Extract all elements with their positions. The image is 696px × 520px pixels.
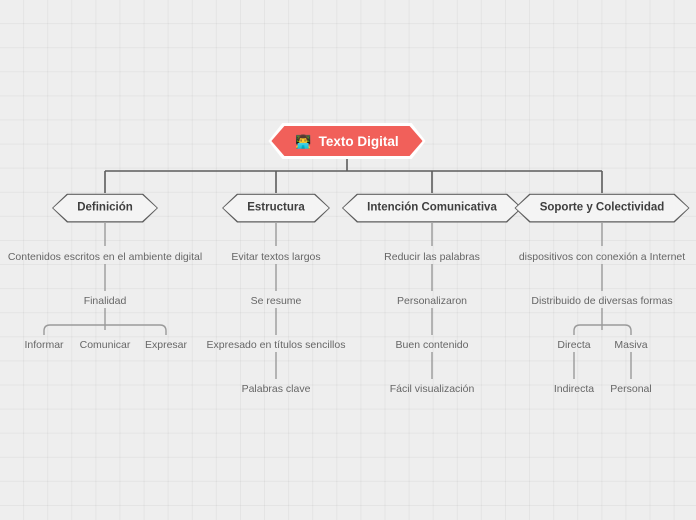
text-node[interactable]: Directa bbox=[557, 339, 591, 351]
text-node[interactable]: Expresar bbox=[144, 339, 188, 351]
text-node[interactable]: Personal bbox=[610, 383, 652, 395]
text-node[interactable]: Informar bbox=[24, 339, 64, 351]
text-node[interactable]: Contenidos escritos en el ambiente digit… bbox=[7, 251, 203, 263]
text-node[interactable]: Personalizaron bbox=[396, 295, 468, 307]
text-node[interactable]: Expresado en títulos sencillos bbox=[206, 339, 346, 351]
text-node[interactable]: Palabras clave bbox=[241, 383, 311, 395]
branch-node-label: Soporte y Colectividad bbox=[539, 202, 665, 214]
bracket-finalidad bbox=[43, 308, 167, 335]
branch-node-estructura[interactable]: Estructura bbox=[222, 194, 330, 223]
branch-node-definicion[interactable]: Definición bbox=[52, 194, 158, 223]
text-node[interactable]: Fácil visualización bbox=[389, 383, 475, 395]
text-node[interactable]: Indirecta bbox=[553, 383, 595, 395]
text-node[interactable]: Buen contenido bbox=[395, 339, 469, 351]
text-node[interactable]: Masiva bbox=[614, 339, 648, 351]
root-node[interactable]: 👨‍💻 Texto Digital bbox=[268, 123, 425, 159]
text-node[interactable]: Comunicar bbox=[79, 339, 131, 351]
text-node[interactable]: Reducir las palabras bbox=[384, 251, 480, 263]
text-node[interactable]: Se resume bbox=[250, 295, 302, 307]
bracket-distribuido bbox=[573, 308, 632, 335]
text-node[interactable]: Finalidad bbox=[83, 295, 127, 307]
branch-node-soporte-y-colectividad[interactable]: Soporte y Colectividad bbox=[515, 194, 690, 223]
root-connector bbox=[104, 158, 603, 193]
root-node-label: Texto Digital bbox=[318, 133, 399, 149]
branch-node-label: Intención Comunicativa bbox=[367, 202, 497, 214]
branch-node-label: Definición bbox=[77, 202, 133, 214]
branch-node-label: Estructura bbox=[247, 202, 305, 214]
text-node[interactable]: Distribuido de diversas formas bbox=[531, 295, 673, 307]
technologist-emoji: 👨‍💻 bbox=[295, 133, 312, 149]
branch-node-intencion-comunicativa[interactable]: Intención Comunicativa bbox=[342, 194, 522, 223]
text-node[interactable]: dispositivos con conexión a Internet bbox=[518, 251, 686, 263]
text-node[interactable]: Evitar textos largos bbox=[231, 251, 321, 263]
